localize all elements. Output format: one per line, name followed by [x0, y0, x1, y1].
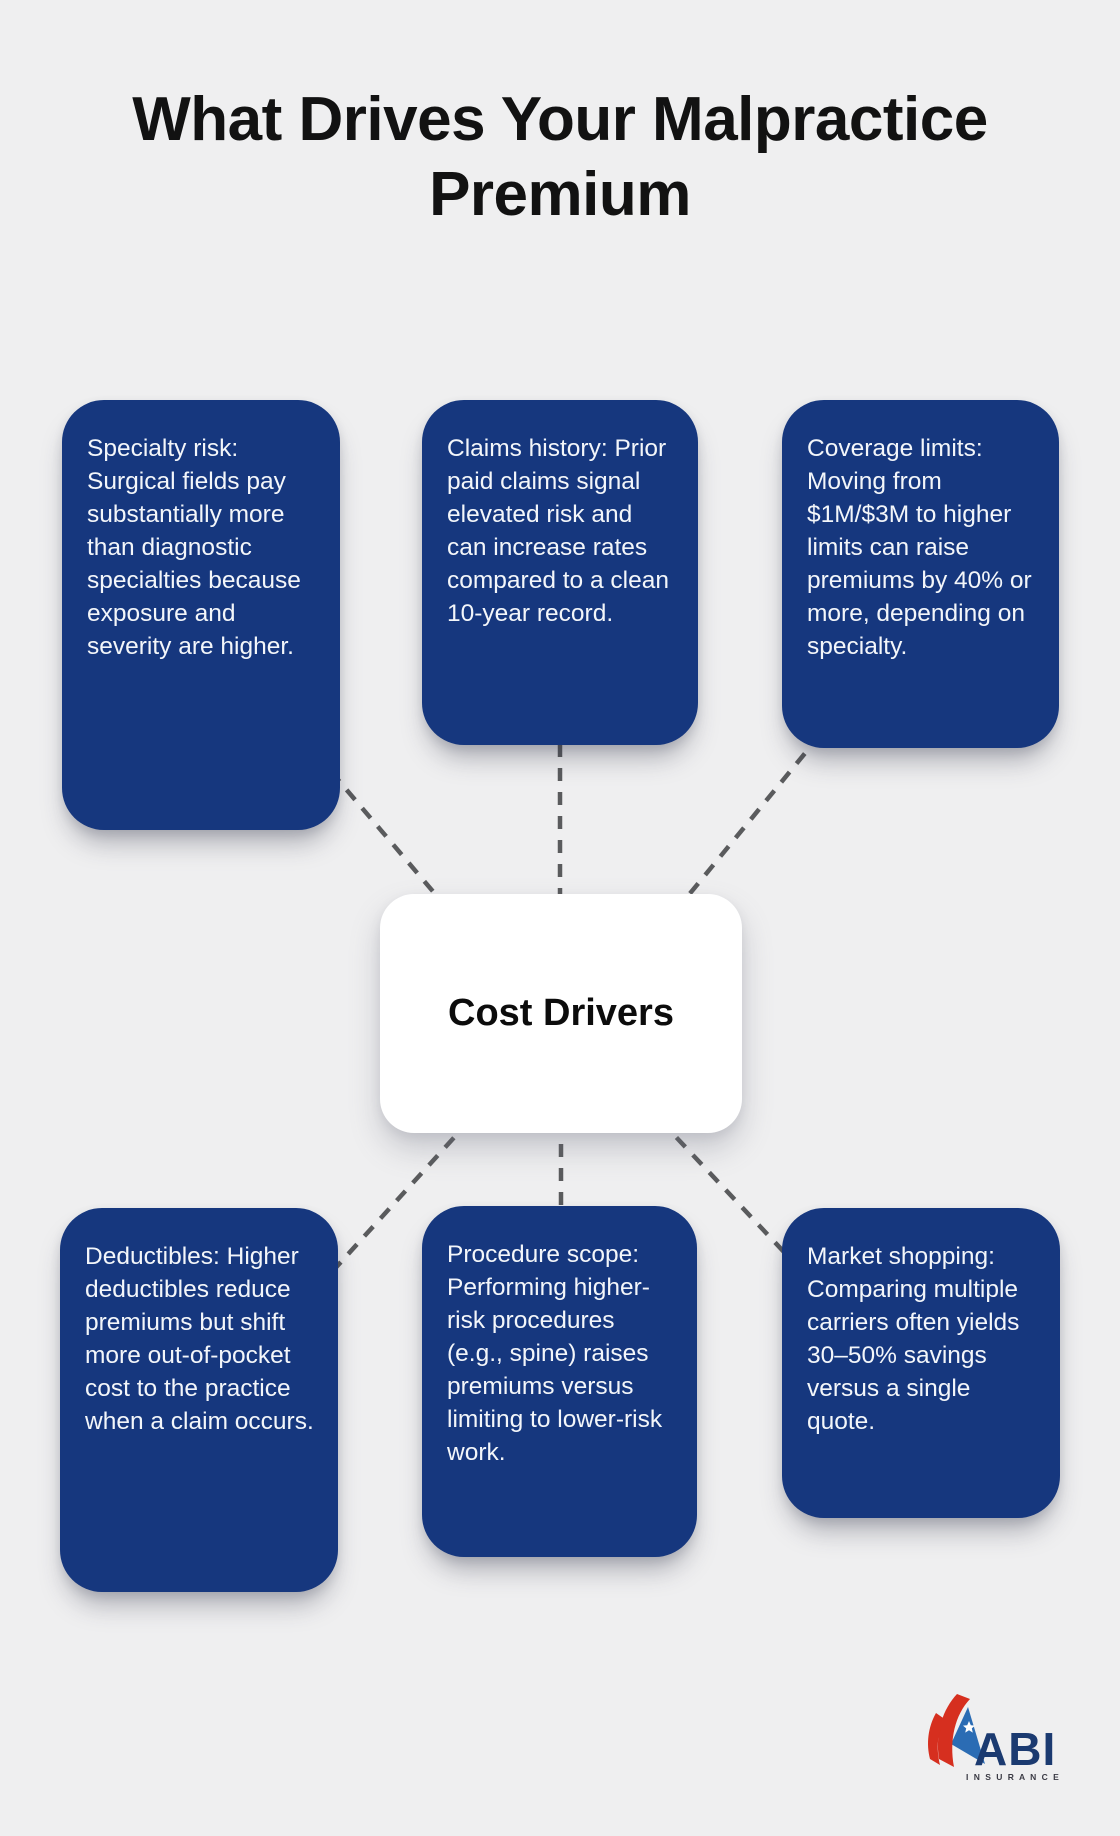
driver-text-specialty-risk: Specialty risk: Surgical fields pay subs…: [87, 435, 301, 660]
driver-box-deductibles: Deductibles: Higher deductibles reduce p…: [60, 1208, 338, 1592]
driver-box-specialty-risk: Specialty risk: Surgical fields pay subs…: [62, 400, 340, 830]
logo-sail-icon: [951, 1707, 985, 1764]
driver-box-coverage-limits: Coverage limits: Moving from $1M/$3M to …: [782, 400, 1059, 748]
logo-star-icon: [963, 1721, 975, 1733]
center-node-label: Cost Drivers: [448, 992, 674, 1034]
logo-swoosh-large-icon: [937, 1694, 970, 1767]
page-title: What Drives Your Malpractice Premium: [132, 85, 988, 229]
driver-box-procedure-scope: Procedure scope: Performing higher-risk …: [422, 1206, 697, 1557]
driver-text-market-shopping: Market shopping: Comparing multiple carr…: [807, 1243, 1020, 1435]
driver-text-coverage-limits: Coverage limits: Moving from $1M/$3M to …: [807, 435, 1032, 660]
driver-box-market-shopping: Market shopping: Comparing multiple carr…: [782, 1208, 1060, 1518]
logo-swoosh-small-icon: [928, 1713, 946, 1765]
abi-insurance-logo: ABI I N S U R A N C E: [928, 1694, 1060, 1782]
driver-text-procedure-scope: Procedure scope: Performing higher-risk …: [447, 1241, 663, 1466]
driver-box-claims-history: Claims history: Prior paid claims signal…: [422, 400, 698, 745]
driver-text-deductibles: Deductibles: Higher deductibles reduce p…: [85, 1243, 314, 1435]
center-node: Cost Drivers: [380, 894, 742, 1133]
driver-text-claims-history: Claims history: Prior paid claims signal…: [447, 435, 669, 627]
logo-wordmark: ABI: [974, 1723, 1056, 1775]
connector-coverage-limits: [658, 733, 822, 932]
logo-tagline: I N S U R A N C E: [966, 1772, 1060, 1782]
